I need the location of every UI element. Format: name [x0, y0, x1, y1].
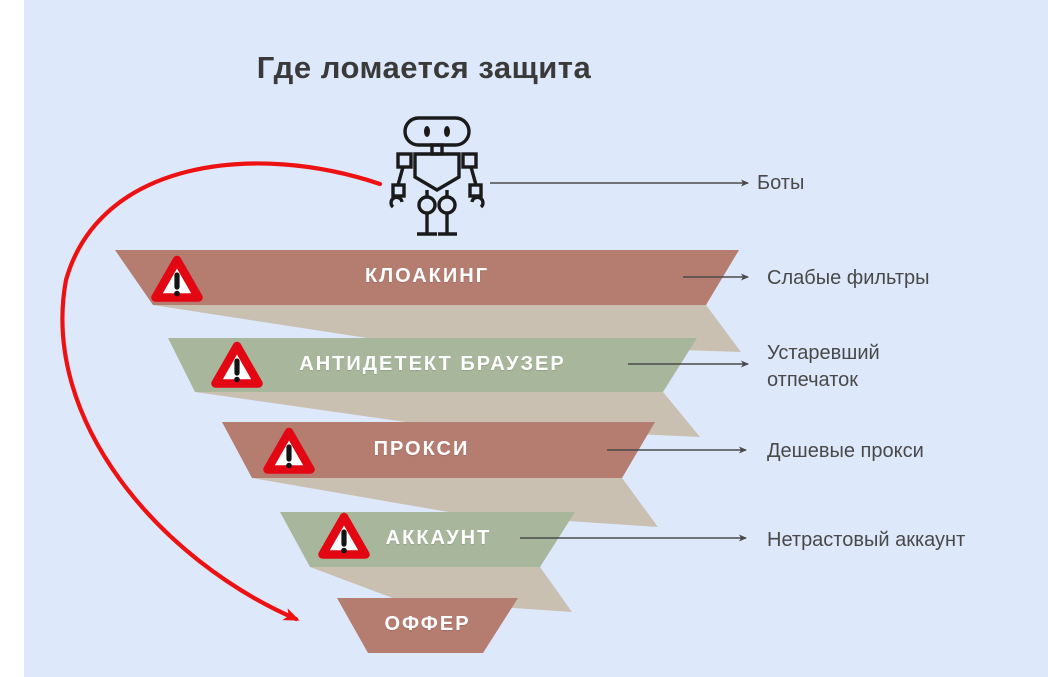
red-bypass-arrow — [60, 161, 383, 622]
funnel-label-offer: ОФФЕР — [384, 613, 471, 635]
left-margin-strip — [0, 0, 24, 677]
bots-label: Боты — [757, 172, 805, 194]
funnel-label-proxy: ПРОКСИ — [373, 438, 470, 460]
funnel-label-antidetect-browser: АНТИДЕТЕКТ БРАУЗЕР — [299, 353, 566, 375]
robot-icon — [389, 116, 485, 236]
annotation-weak-filters: Слабые фильтры — [767, 267, 930, 289]
annotation-cheap-proxies: Дешевые прокси — [767, 440, 924, 462]
funnel-label-account: АККАУНТ — [385, 527, 492, 549]
funnel-label-cloaking: КЛОАКИНГ — [364, 265, 490, 287]
funnel-layer-antidetect-browser — [168, 338, 697, 392]
funnel-layer-proxy — [222, 422, 655, 478]
annotation-outdated-fingerprint: Устаревший отпечаток — [767, 342, 880, 391]
page-title: Где ломается защита — [256, 50, 592, 85]
annotation-untrusted-account: Нетрастовый аккаунт — [767, 529, 966, 551]
funnel-layer-offer — [337, 598, 518, 653]
funnel-layer-cloaking — [115, 250, 739, 305]
